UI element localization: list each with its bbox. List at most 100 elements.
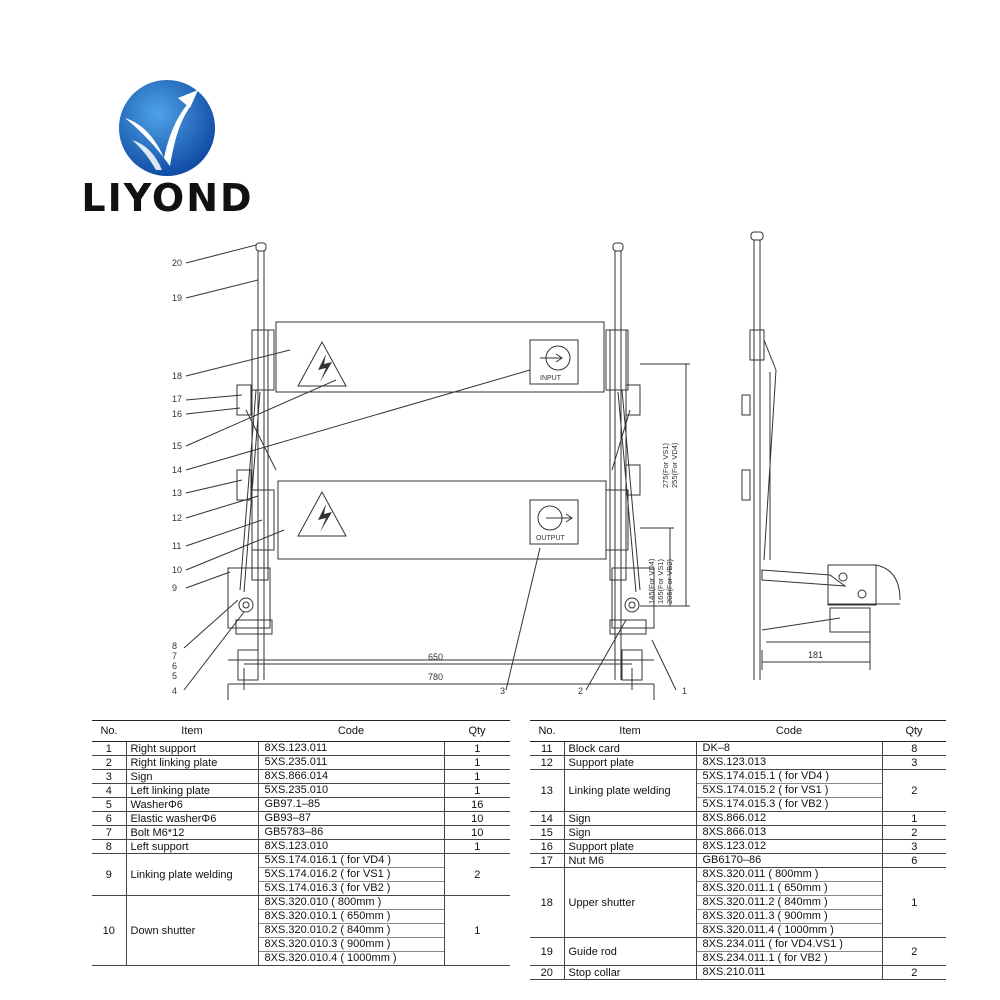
part-codes: 8XS.866.014 xyxy=(257,769,445,784)
callout-5: 5 xyxy=(172,671,177,681)
part-codes: 5XS.174.015.1 ( for VD4 )5XS.174.015.2 (… xyxy=(695,769,883,812)
part-item: Sign xyxy=(563,811,697,826)
header-item: Item xyxy=(564,720,696,742)
part-codes: 5XS.235.011 xyxy=(257,755,445,770)
part-code: 5XS.235.011 xyxy=(264,756,328,768)
header-no: No. xyxy=(92,720,126,742)
part-codes: DK–8 xyxy=(695,741,883,756)
part-item: Linking plate welding xyxy=(563,769,697,812)
part-item: Nut M6 xyxy=(563,853,697,868)
part-qty: 10 xyxy=(444,825,510,840)
part-item: Right support xyxy=(125,741,259,756)
callout-1: 1 xyxy=(682,686,687,696)
part-codes: 8XS.123.010 xyxy=(257,839,445,854)
part-item: Linking plate welding xyxy=(125,853,259,896)
callout-7: 7 xyxy=(172,651,177,661)
part-code: 8XS.123.013 xyxy=(702,756,767,768)
part-qty: 1 xyxy=(444,755,510,770)
part-item: Upper shutter xyxy=(563,867,697,938)
part-codes: 8XS.866.013 xyxy=(695,825,883,840)
side-view xyxy=(741,231,901,680)
callout-leaders xyxy=(183,244,677,691)
part-code: 8XS.234.011.1 ( for VB2 ) xyxy=(702,952,828,964)
callout-15: 15 xyxy=(172,441,182,451)
part-code: 5XS.235.010 xyxy=(264,784,329,796)
part-codes: 8XS.210.011 xyxy=(695,965,883,980)
part-qty: 1 xyxy=(444,769,510,784)
part-no: 1 xyxy=(92,741,126,756)
part-codes: 8XS.320.010 ( 800mm )8XS.320.010.1 ( 650… xyxy=(257,895,445,966)
part-no: 20 xyxy=(530,965,564,980)
part-code: 8XS.123.010 xyxy=(264,840,329,852)
part-codes: 8XS.866.012 xyxy=(695,811,883,826)
header-qty: Qty xyxy=(444,720,510,742)
part-no: 11 xyxy=(530,741,564,756)
callout-11: 11 xyxy=(172,541,181,551)
part-code: 8XS.320.010.2 ( 840mm ) xyxy=(258,924,444,938)
part-no: 8 xyxy=(92,839,126,854)
part-no: 18 xyxy=(530,867,564,938)
part-codes: GB93–87 xyxy=(257,811,445,826)
part-code: 8XS.866.014 xyxy=(264,770,329,782)
part-no: 12 xyxy=(530,755,564,770)
part-qty: 16 xyxy=(444,797,510,812)
part-item: Right linking plate xyxy=(125,755,259,770)
header-qty: Qty xyxy=(882,720,946,742)
part-code: 5XS.174.016.2 ( for VS1 ) xyxy=(258,868,444,882)
part-code: 8XS.320.010.4 ( 1000mm ) xyxy=(264,952,397,964)
callout-20: 20 xyxy=(172,258,182,268)
part-item: Bolt M6*12 xyxy=(125,825,259,840)
part-code: 8XS.320.011.3 ( 900mm ) xyxy=(696,910,882,924)
part-qty: 10 xyxy=(444,811,510,826)
callout-6: 6 xyxy=(172,661,177,671)
callout-12: 12 xyxy=(172,513,182,523)
down-shutter xyxy=(277,480,607,560)
part-qty: 2 xyxy=(882,769,946,812)
part-code: 8XS.210.011 xyxy=(702,966,766,978)
part-code: GB6170–86 xyxy=(702,854,762,866)
part-no: 9 xyxy=(92,853,126,896)
part-item: Stop collar xyxy=(563,965,697,980)
callout-18: 18 xyxy=(172,371,182,381)
part-code: GB93–87 xyxy=(264,812,311,824)
part-no: 16 xyxy=(530,839,564,854)
part-code: 5XS.174.015.2 ( for VS1 ) xyxy=(696,784,882,798)
callout-14: 14 xyxy=(172,465,182,475)
part-qty: 1 xyxy=(882,867,946,938)
input-sign xyxy=(529,339,579,385)
right-support xyxy=(611,567,655,629)
callout-2: 2 xyxy=(578,686,583,696)
logo-swoosh xyxy=(125,96,195,166)
part-no: 7 xyxy=(92,825,126,840)
part-code: 8XS.123.012 xyxy=(702,840,767,852)
callout-8: 8 xyxy=(172,641,177,651)
part-qty: 1 xyxy=(444,839,510,854)
part-codes: 8XS.123.011 xyxy=(257,741,445,756)
part-code: 8XS.320.011.4 ( 1000mm ) xyxy=(702,924,834,936)
shutter-assembly-drawing: 20 19 18 17 16 15 14 13 12 11 10 9 8 7 6… xyxy=(172,231,901,700)
part-code: GB97.1–85 xyxy=(264,798,321,810)
part-qty: 2 xyxy=(882,937,946,966)
part-code: 5XS.174.016.3 ( for VB2 ) xyxy=(264,882,391,894)
part-qty: 2 xyxy=(882,825,946,840)
part-item: Left linking plate xyxy=(125,783,259,798)
warning-sign-lower xyxy=(297,490,347,537)
part-qty: 2 xyxy=(444,853,510,896)
output-sign-label: OUTPUT xyxy=(536,535,566,542)
dim-181: 181 xyxy=(808,650,823,660)
part-no: 5 xyxy=(92,797,126,812)
logo-swoosh-2 xyxy=(132,140,162,170)
callout-17: 17 xyxy=(172,394,182,404)
part-no: 17 xyxy=(530,853,564,868)
